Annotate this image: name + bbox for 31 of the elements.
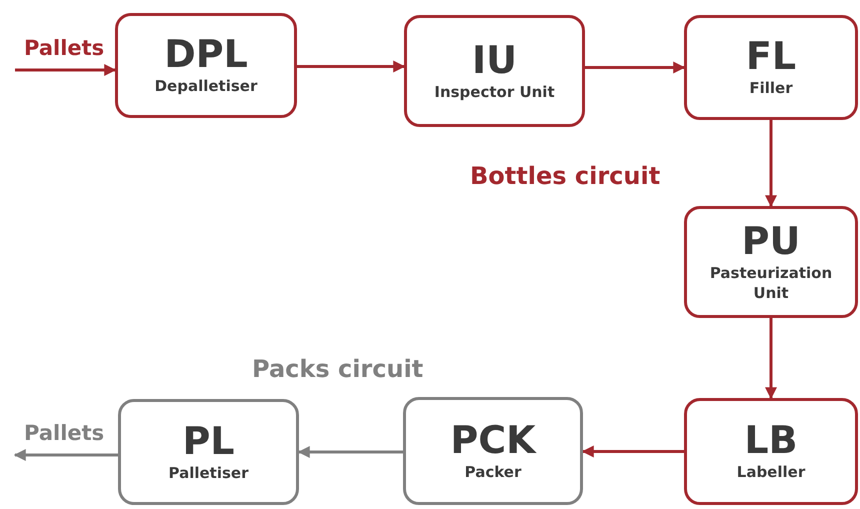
process-box [684,15,858,120]
node-title: PU [742,220,800,263]
node-subtitle: Depalletiser [154,76,258,97]
node-subtitle: Pasteurization Unit [708,262,834,304]
arrow [15,64,116,76]
arrow [297,60,406,72]
arrow [765,318,777,400]
node-subtitle: Palletiser [168,462,250,484]
node-subtitle: Filler [748,78,794,99]
section-label: Bottles circuit [470,162,660,190]
node-title: IU [472,40,517,82]
node-subtitle: Packer [464,462,522,482]
section-label: Packs circuit [252,355,424,383]
process-box [403,397,583,505]
node-title: LB [744,420,798,462]
arrow [14,449,118,461]
node-subtitle: Inspector Unit [433,82,556,102]
arrow [298,446,403,458]
process-box [115,13,297,118]
process-box [404,15,585,127]
node-title: FL [746,36,796,78]
node-title: PL [182,420,235,463]
node-title: PCK [450,420,536,462]
process-box [118,399,299,505]
arrow [585,62,686,74]
arrow [765,120,777,208]
process-box [684,206,858,318]
process-box [684,398,858,505]
node-subtitle: Labeller [736,462,806,483]
arrow [582,446,684,458]
node-title: DPL [164,34,248,76]
